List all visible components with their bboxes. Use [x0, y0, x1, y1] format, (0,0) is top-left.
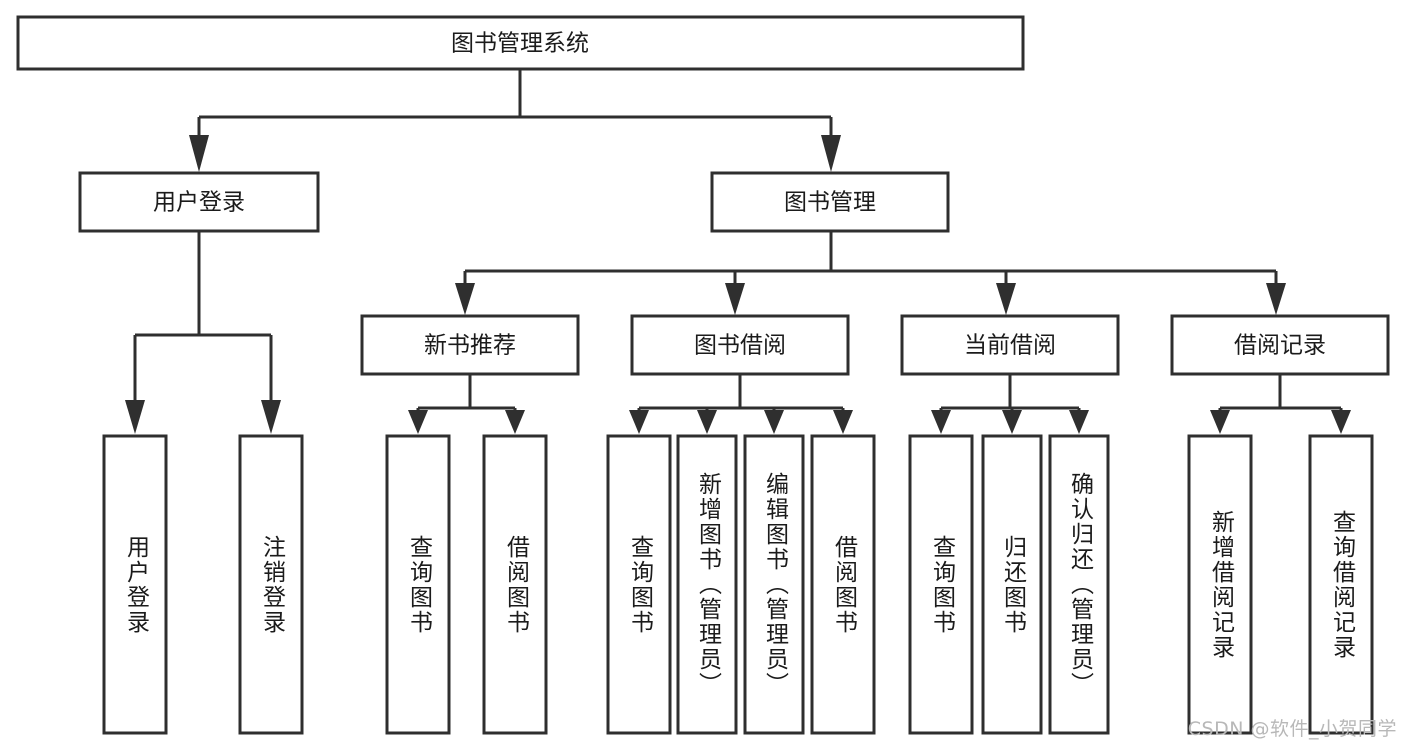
- node-box-leaf-borrow-borrow-book[interactable]: [810, 434, 876, 735]
- arrow-head-user-login: [189, 135, 209, 172]
- arrow-head-book-mgmt: [821, 135, 841, 172]
- node-box-leaf-rec-borrow-book[interactable]: [482, 434, 548, 735]
- node-box-leaf-rec-query-book[interactable]: [385, 434, 451, 735]
- node-box-book-mgmt[interactable]: [710, 171, 950, 233]
- node-box-leaf-cur-confirm-return[interactable]: [1048, 434, 1110, 735]
- arrow-head-book-borrow: [725, 283, 745, 315]
- node-box-leaf-cur-return-book[interactable]: [981, 434, 1043, 735]
- node-label-current-borrow: 当前借阅: [964, 333, 1056, 359]
- arrow-head-borrow-record: [1266, 283, 1286, 315]
- arrow-head-leaf-borrow-add-book: [697, 410, 717, 434]
- node-box-user-login[interactable]: [78, 171, 320, 233]
- node-box-current-borrow[interactable]: [900, 314, 1120, 376]
- node-label-root: 图书管理系统: [451, 31, 589, 57]
- node-box-leaf-user-logout[interactable]: [238, 434, 304, 735]
- arrow-head-leaf-borrow-edit-book: [764, 410, 784, 434]
- arrow-head-leaf-user-login: [125, 400, 145, 434]
- arrow-head-leaf-cur-query-book: [931, 410, 951, 434]
- node-box-leaf-borrow-edit-book[interactable]: [743, 434, 805, 735]
- node-label-user-login: 用户登录: [153, 190, 245, 216]
- arrow-head-leaf-rec-query-book: [408, 410, 428, 434]
- node-box-borrow-record[interactable]: [1170, 314, 1390, 376]
- arrow-head-leaf-rec-query-record: [1331, 410, 1351, 434]
- arrow-head-leaf-borrow-borrow-book: [833, 410, 853, 434]
- node-label-new-book-rec: 新书推荐: [424, 333, 516, 359]
- node-box-leaf-borrow-add-book[interactable]: [676, 434, 738, 735]
- arrow-head-leaf-rec-add-record: [1210, 410, 1230, 434]
- watermark-text: CSDN @软件_小贺同学: [1187, 718, 1397, 740]
- node-box-leaf-rec-query-record[interactable]: [1308, 434, 1374, 735]
- nodes-layer: 图书管理系统 用户登录 图书管理 新书推荐 图书借阅 当前借阅 借阅记录: [16, 15, 1390, 735]
- connectors-layer: [125, 69, 1351, 434]
- node-box-new-book-rec[interactable]: [360, 314, 580, 376]
- arrow-head-leaf-borrow-query-book: [629, 410, 649, 434]
- arrow-head-leaf-rec-borrow-book: [505, 410, 525, 434]
- node-label-book-mgmt: 图书管理: [784, 190, 876, 216]
- arrow-head-leaf-user-logout: [261, 400, 281, 434]
- node-box-book-borrow[interactable]: [630, 314, 850, 376]
- node-label-book-borrow: 图书借阅: [694, 333, 786, 359]
- arrow-head-new-book-rec: [455, 283, 475, 315]
- node-box-leaf-rec-add-record[interactable]: [1187, 434, 1253, 735]
- arrow-head-current-borrow: [996, 283, 1016, 315]
- node-box-leaf-user-login[interactable]: [102, 434, 168, 735]
- arrow-head-leaf-cur-return-book: [1002, 410, 1022, 434]
- node-label-borrow-record: 借阅记录: [1234, 333, 1326, 359]
- node-box-leaf-borrow-query-book[interactable]: [606, 434, 672, 735]
- node-box-root[interactable]: [16, 15, 1025, 71]
- node-box-leaf-cur-query-book[interactable]: [908, 434, 974, 735]
- arrow-head-leaf-cur-confirm-return: [1069, 410, 1089, 434]
